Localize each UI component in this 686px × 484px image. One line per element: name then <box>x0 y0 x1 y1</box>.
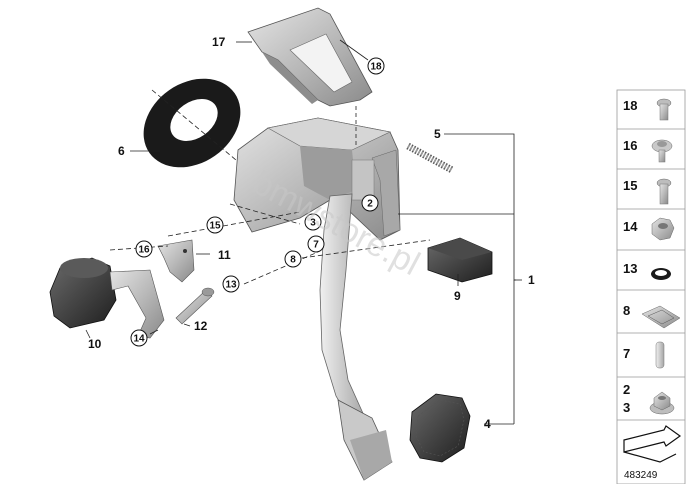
svg-text:15: 15 <box>209 221 221 232</box>
pedal-housing-part <box>233 117 401 241</box>
direction-arrow-icon <box>623 425 682 463</box>
actuator-10-part <box>49 257 165 339</box>
svg-text:2: 2 <box>367 199 373 210</box>
o-ring-13-icon <box>651 268 671 280</box>
pin-7-icon <box>655 341 665 369</box>
svg-text:3: 3 <box>310 218 316 229</box>
callout-14-circle: 14 <box>130 329 148 347</box>
sidebar-label-13: 13 <box>623 261 637 276</box>
sidebar-label-15: 15 <box>623 178 637 193</box>
bracket-17-part <box>247 7 373 107</box>
svg-text:13: 13 <box>225 280 237 291</box>
svg-text:14: 14 <box>133 334 145 345</box>
sidebar-label-3: 3 <box>623 400 630 415</box>
sidebar-label-2: 2 <box>623 382 630 397</box>
callout-17: 17 <box>212 35 226 49</box>
callout-12: 12 <box>194 319 208 333</box>
callout-5: 5 <box>434 127 441 141</box>
callout-8-circle: 8 <box>284 250 302 268</box>
callout-7-circle: 7 <box>307 235 325 253</box>
svg-text:16: 16 <box>138 245 150 256</box>
callout-13-circle: 13 <box>222 275 240 293</box>
callout-1: 1 <box>528 273 535 287</box>
bolt-15-icon <box>656 178 672 205</box>
leader-lines <box>85 39 522 425</box>
clip-8-icon <box>641 305 681 329</box>
sidebar-label-7: 7 <box>623 346 630 361</box>
pedal-arm-part <box>319 193 393 481</box>
callout-15-circle: 15 <box>206 216 224 234</box>
pin-12-part <box>175 287 215 325</box>
callout-16-circle: 16 <box>135 240 153 258</box>
svg-text:8: 8 <box>290 255 296 266</box>
spring-5-part <box>406 142 454 174</box>
reference-number: 483249 <box>624 470 658 481</box>
flange-nut-2-3-icon <box>649 391 675 415</box>
washer-screw-16-icon <box>651 139 673 163</box>
sidebar-label-8: 8 <box>623 303 630 318</box>
callout-9: 9 <box>454 289 461 303</box>
callout-10: 10 <box>88 337 102 351</box>
sidebar-label-16: 16 <box>623 138 637 153</box>
svg-text:18: 18 <box>370 62 382 73</box>
bracket-11-part <box>157 239 195 283</box>
screw-18-icon <box>656 98 672 121</box>
switch-9-part <box>427 237 493 283</box>
pedal-pad-4-part <box>409 393 471 463</box>
sidebar-label-14: 14 <box>623 219 638 234</box>
callout-6: 6 <box>118 144 125 158</box>
callout-2-circle: 2 <box>361 194 379 212</box>
callout-labels: 1 4 5 6 9 10 11 12 17 <box>88 35 535 431</box>
callout-18-circle: 18 <box>367 57 385 75</box>
circled-callouts: 18 2 3 7 8 15 16 13 <box>130 57 385 347</box>
callout-11: 11 <box>218 248 231 262</box>
sidebar-label-18: 18 <box>623 98 637 113</box>
parts-sidebar: 18 16 15 14 13 8 7 2 3 <box>616 89 686 484</box>
callout-3-circle: 3 <box>304 213 322 231</box>
callout-4: 4 <box>484 417 491 431</box>
svg-text:7: 7 <box>313 240 319 251</box>
nut-14-icon <box>651 217 675 241</box>
